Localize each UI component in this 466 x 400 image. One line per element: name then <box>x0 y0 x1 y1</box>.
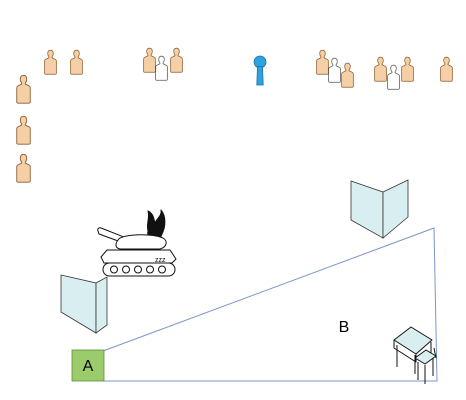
target-silhouette-icon <box>316 49 329 75</box>
target-silhouette-icon <box>387 64 400 90</box>
route-line <box>102 227 438 382</box>
friendly-figure-icon <box>253 55 267 86</box>
target-silhouette-icon <box>374 56 387 82</box>
start-marker-box <box>71 349 105 382</box>
target-silhouette-icon <box>170 47 183 73</box>
target-silhouette-icon <box>401 56 414 82</box>
target-silhouette-icon <box>440 56 453 82</box>
target-silhouette-icon <box>16 74 31 104</box>
target-silhouette-icon <box>16 153 31 183</box>
target-silhouette-icon <box>70 49 83 75</box>
target-silhouette-icon <box>44 49 57 75</box>
barrier-panel-icon <box>350 179 409 239</box>
end-point-label: B <box>339 319 350 336</box>
target-silhouette-icon <box>328 57 341 83</box>
target-silhouette-icon <box>155 55 168 81</box>
target-silhouette-icon <box>341 62 354 88</box>
target-silhouette-icon <box>16 115 31 145</box>
top-figure-row <box>44 47 453 90</box>
left-figure-column <box>16 74 31 183</box>
target-silhouette-icon <box>143 47 156 73</box>
burning-tank-icon: zzz <box>97 209 177 277</box>
start-point-label: A <box>83 358 94 375</box>
svg-text:zzz: zzz <box>155 257 166 264</box>
barrier-panel-icon <box>60 274 108 334</box>
desk-icon <box>393 326 437 384</box>
